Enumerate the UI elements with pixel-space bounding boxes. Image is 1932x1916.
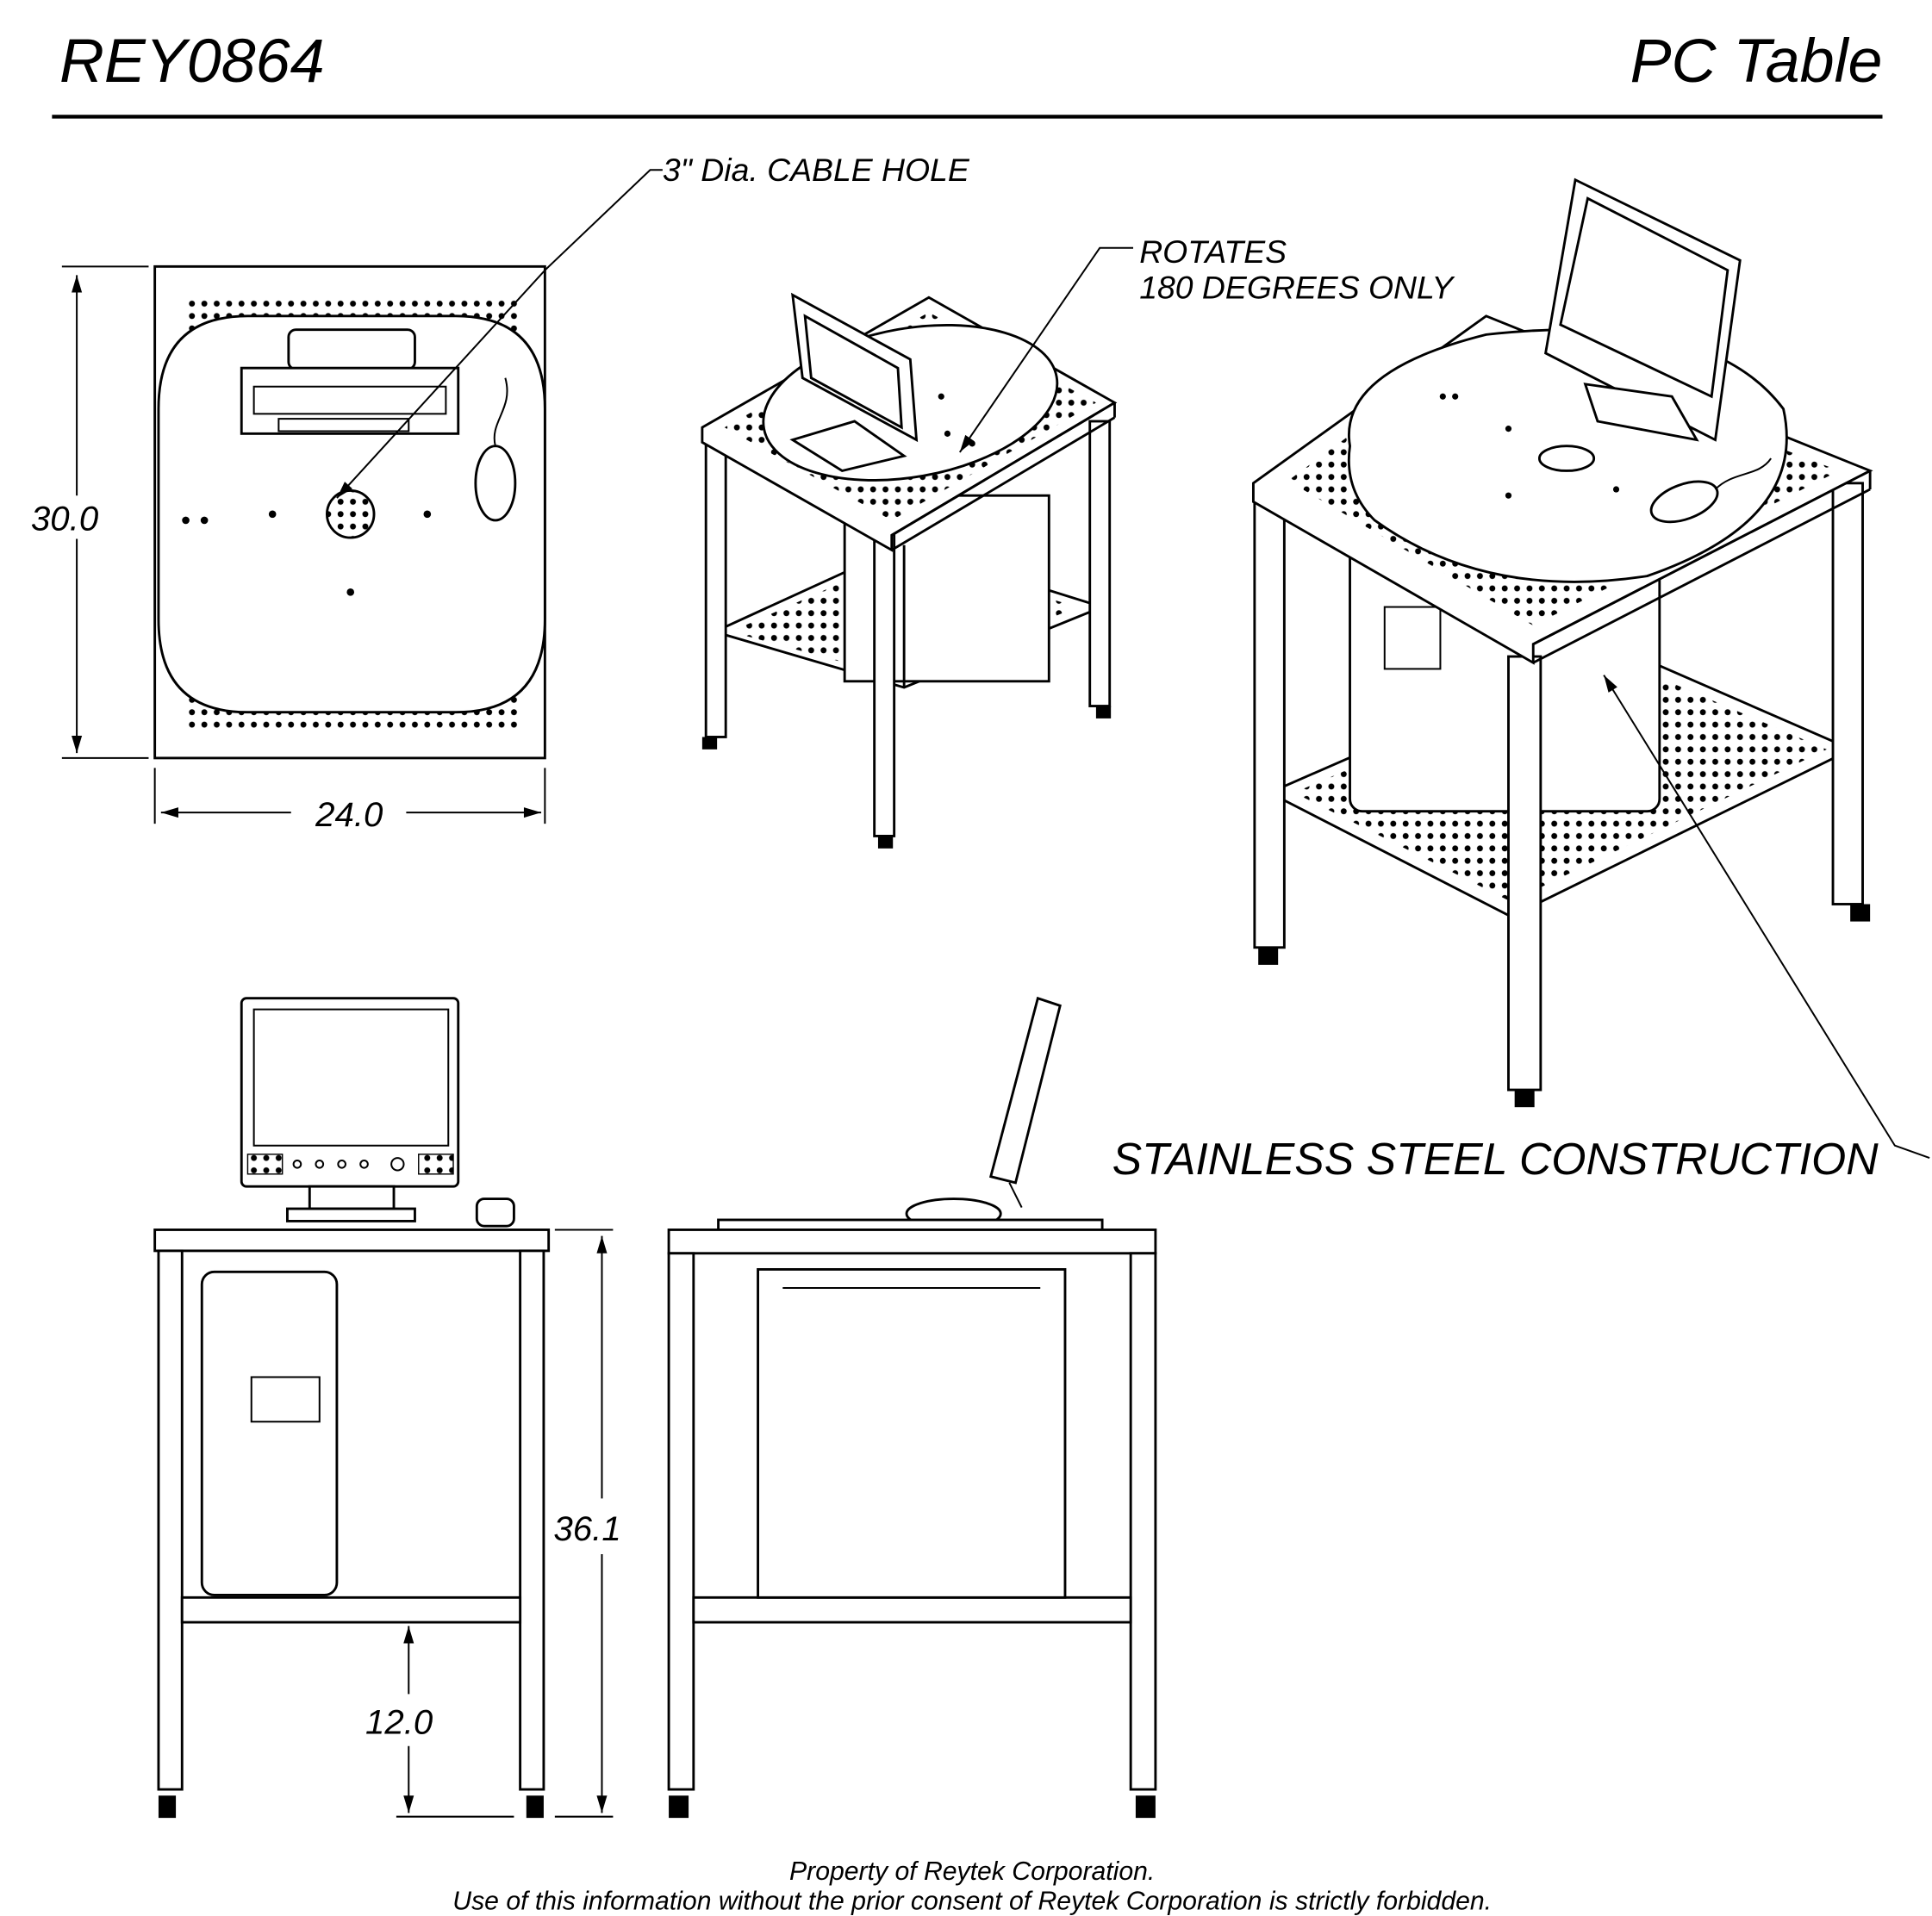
dimension-depth: 30.0 <box>31 499 99 538</box>
side-view <box>667 996 1157 1819</box>
front-view <box>153 997 614 1819</box>
footer-property: Property of Reytek Corporation. <box>789 1857 1155 1886</box>
dimension-shelf-height: 12.0 <box>365 1702 433 1741</box>
product-name: PC Table <box>1630 27 1883 96</box>
dimension-height: 36.1 <box>553 1509 620 1548</box>
dimension-width: 24.0 <box>315 795 383 834</box>
large-isometric-view <box>1251 177 1930 1160</box>
rotates-degrees-label: 180 DEGREES ONLY <box>1139 270 1455 306</box>
material-label: STAINLESS STEEL CONSTRUCTION <box>1112 1134 1879 1184</box>
cable-hole-label: 3" Dia. CABLE HOLE <box>663 152 970 188</box>
top-view <box>61 169 663 824</box>
part-number: REY0864 <box>59 27 325 96</box>
rotates-label: ROTATES <box>1139 233 1287 270</box>
footer-disclaimer: Use of this information without the prio… <box>452 1887 1492 1915</box>
small-isometric-view <box>701 246 1134 849</box>
